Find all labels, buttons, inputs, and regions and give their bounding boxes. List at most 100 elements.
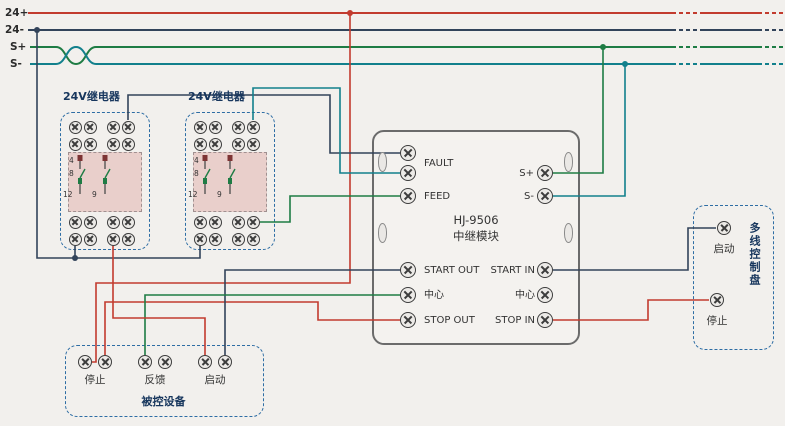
relay-contact-icon: [227, 155, 236, 194]
module-name: 中继模块: [453, 229, 499, 243]
relay-contact-icon: [202, 155, 211, 194]
terminal-label-splus: S+: [519, 168, 534, 179]
terminal-screw-icon: [231, 215, 245, 229]
terminal-screw-icon: [198, 355, 212, 369]
wire-center-to-device-feedback: [144, 294, 402, 355]
terminal-screw-icon: [208, 120, 222, 134]
terminal-screw-icon: [68, 137, 82, 151]
terminal-screw-icon: [400, 165, 416, 181]
terminal-screw-icon: [83, 137, 97, 151]
relay-contact-icon: [77, 155, 86, 194]
terminal-screw-icon: [246, 137, 260, 151]
relay2-pin-9: 9: [217, 190, 222, 199]
terminal-screw-icon: [138, 355, 152, 369]
terminal-screw-icon: [208, 232, 222, 246]
terminal-screw-icon: [83, 120, 97, 134]
device-title: 被控设备: [141, 395, 186, 408]
wire-sminus-to-module: [553, 64, 626, 197]
terminal-screw-icon: [400, 188, 416, 204]
terminal-screw-icon: [193, 137, 207, 151]
wire-splus-to-module: [553, 47, 604, 174]
terminal-screw-icon: [83, 232, 97, 246]
multiline-panel-box: [693, 205, 774, 350]
relay2-title: 24V继电器: [188, 90, 245, 103]
device-label-stop: 停止: [84, 374, 106, 386]
terminal-screw-icon: [106, 215, 120, 229]
terminal-screw-icon: [208, 215, 222, 229]
terminal-screw-icon: [231, 120, 245, 134]
terminal-screw-icon: [400, 145, 416, 161]
terminal-screw-icon: [68, 120, 82, 134]
wire-fault-to-relay1: [127, 94, 402, 154]
terminal-screw-icon: [106, 120, 120, 134]
terminal-screw-icon: [246, 232, 260, 246]
device-label-feedback: 反馈: [144, 374, 166, 386]
wire-24minus-to-relay2: [36, 30, 201, 259]
terminal-screw-icon: [231, 232, 245, 246]
terminal-screw-icon: [537, 165, 553, 181]
relay1-box: [60, 112, 150, 250]
terminal-screw-icon: [400, 262, 416, 278]
terminal-screw-icon: [246, 215, 260, 229]
wire-stopout-to-device-stop: [104, 301, 402, 355]
panel-label-start: 启动: [713, 243, 735, 255]
mounting-slot-icon: [378, 152, 387, 172]
controlled-device-box: [65, 345, 264, 417]
terminal-screw-icon: [106, 232, 120, 246]
bus-label-24plus: 24+: [5, 7, 29, 19]
terminal-screw-icon: [121, 215, 135, 229]
wire-relay1-to-device-start: [112, 246, 206, 355]
terminal-label-center-r: 中心: [515, 290, 535, 301]
relay1-title: 24V继电器: [63, 90, 120, 103]
terminal-screw-icon: [537, 188, 553, 204]
terminal-label-start-in: START IN: [490, 265, 535, 276]
terminal-screw-icon: [193, 120, 207, 134]
mounting-slot-icon: [378, 223, 387, 243]
terminal-screw-icon: [121, 120, 135, 134]
module-model: HJ-9506: [453, 213, 499, 227]
wire-startin-to-panel-start: [553, 227, 716, 271]
terminal-label-center-l: 中心: [424, 290, 444, 301]
terminal-screw-icon: [68, 215, 82, 229]
terminal-screw-icon: [193, 232, 207, 246]
wire-startout-to-device-start: [224, 269, 402, 355]
terminal-screw-icon: [208, 137, 222, 151]
terminal-screw-icon: [537, 262, 553, 278]
terminal-label-sminus: S-: [524, 191, 534, 202]
terminal-screw-icon: [121, 232, 135, 246]
terminal-screw-icon: [106, 137, 120, 151]
terminal-screw-icon: [717, 221, 731, 235]
mounting-slot-icon: [564, 223, 573, 243]
terminal-label-start-out: START OUT: [424, 265, 480, 276]
relay2-box: [185, 112, 275, 250]
terminal-screw-icon: [68, 232, 82, 246]
bus-sminus: [30, 45, 785, 65]
terminal-label-feed: FEED: [424, 191, 451, 202]
terminal-screw-icon: [218, 355, 232, 369]
relay-contact-icon: [102, 155, 111, 194]
device-label-start: 启动: [204, 374, 226, 386]
terminal-screw-icon: [400, 312, 416, 328]
relay1-pin-9: 9: [92, 190, 97, 199]
terminal-label-stop-in: STOP IN: [495, 315, 535, 326]
bus-label-splus: S+: [10, 41, 27, 53]
terminal-screw-icon: [537, 287, 553, 303]
terminal-screw-icon: [710, 293, 724, 307]
relay1-pin-8: 8: [69, 169, 74, 178]
terminal-screw-icon: [158, 355, 172, 369]
panel-title: 多线控制盘: [748, 222, 761, 287]
bus-label-sminus: S-: [10, 58, 22, 70]
terminal-screw-icon: [98, 355, 112, 369]
wire-feed-to-relay2: [260, 195, 402, 223]
wire-fault-to-relay2: [252, 87, 402, 174]
bus-label-24minus: 24-: [5, 24, 24, 36]
terminal-label-stop-out: STOP OUT: [424, 315, 475, 326]
wire-24plus-to-device-stop: [92, 13, 351, 363]
terminal-label-fault: FAULT: [424, 158, 454, 169]
relay2-pin-12: 12: [188, 190, 198, 199]
relay2-pin-8: 8: [194, 169, 199, 178]
terminal-screw-icon: [121, 137, 135, 151]
terminal-screw-icon: [193, 215, 207, 229]
